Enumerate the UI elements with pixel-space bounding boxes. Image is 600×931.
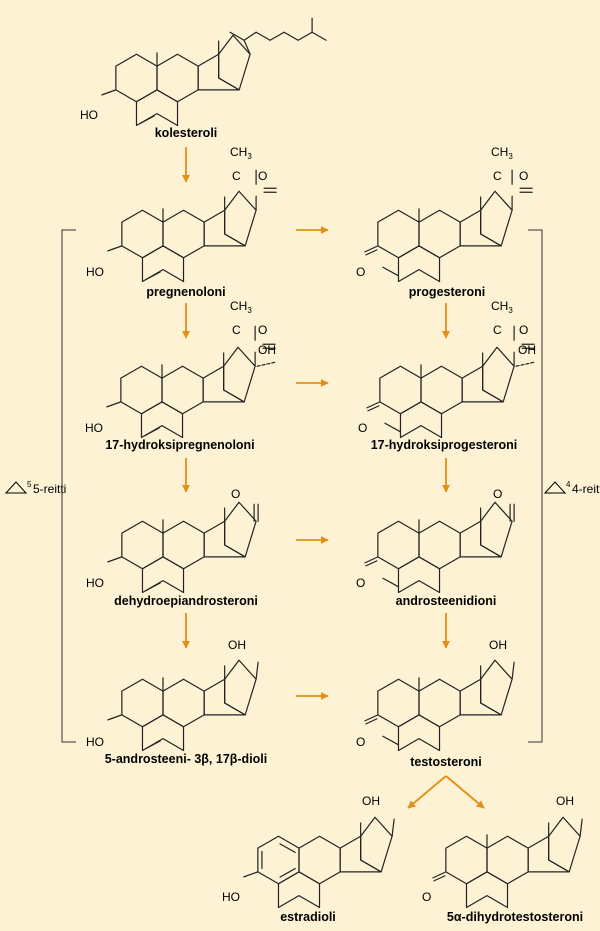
svg-text:4-reitti: 4-reitti [572, 482, 600, 496]
keto-testosteroni: O [356, 735, 365, 749]
carbonyl-o-progesteroni: O [519, 169, 528, 183]
carbonyl-o-17-hydroksiprogesteroni: O [519, 323, 528, 337]
svg-text:4: 4 [566, 480, 571, 489]
hydroxyl-17-hydroksipregnenoloni: HO [85, 421, 103, 435]
molecule-androsteenidioni [364, 501, 515, 594]
hydroxyl-kolesteroli: HO [80, 108, 98, 122]
c17-hydroxyl-testosteroni: OH [489, 638, 507, 652]
hydroxyl-pregnenoloni: HO [86, 265, 104, 279]
delta-triangle-icon [4, 481, 28, 494]
delta-triangle-icon [543, 481, 567, 494]
molecule-dht [432, 816, 583, 909]
molecule-17-hydroksiprogesteroni [366, 325, 535, 439]
molecule-dhea [107, 501, 259, 594]
methyl-17-hydroksiprogesteroni: CH3 [491, 299, 513, 315]
c17-hydroxyl-17-hydroksiprogesteroni: OH [518, 343, 536, 357]
carbonyl-c-progesteroni: C [493, 169, 502, 183]
label-dehydroepiandrosteroni: dehydroepiandrosteroni [114, 594, 258, 608]
molecule-progesteroni [364, 169, 533, 283]
keto-progesteroni: O [356, 265, 365, 279]
carbonyl-o-17-hydroksipregnenoloni: O [258, 323, 267, 337]
molecule-androsteenidioli [107, 659, 259, 752]
carbonyl-c-pregnenoloni: C [232, 169, 241, 183]
delta4-bracket [528, 229, 543, 743]
delta5-bracket [61, 229, 76, 743]
c17-hydroxyl-17-hydroksipregnenoloni: OH [258, 343, 276, 357]
c17-hydroxyl-androsteenidioli: OH [228, 638, 246, 652]
label-androsteenidioni: androsteenidioni [396, 594, 497, 608]
label-pregnenoloni: pregnenoloni [146, 285, 225, 299]
svg-text:5-reitti: 5-reitti [33, 482, 66, 496]
label-testosteroni: testosteroni [410, 755, 482, 769]
label-17-hydroksipregnenoloni: 17-hydroksipregnenoloni [105, 438, 254, 452]
reaction-arrows [182, 147, 485, 809]
label-17-hydroksiprogesteroni: 17-hydroksiprogesteroni [371, 438, 518, 452]
molecule-testosteroni [364, 659, 515, 752]
hydroxyl-dhea: HO [86, 576, 104, 590]
hydroxyl-androsteenidioli: HO [86, 735, 104, 749]
molecule-estradioli [243, 816, 395, 909]
hydroxyl-estradioli: HO [222, 890, 240, 904]
carbonyl-c-17-hydroksiprogesteroni: C [493, 323, 502, 337]
methyl-17-hydroksipregnenoloni: CH3 [230, 299, 252, 315]
arrow-testosteroni-to-estradioli [407, 775, 447, 809]
molecule-17-hydroksipregnenoloni [106, 325, 276, 439]
label-estradioli: estradioli [280, 910, 336, 924]
label-progesteroni: progesteroni [409, 285, 485, 299]
delta5-pathway-label: 5 5-reitti [4, 480, 66, 496]
methyl-pregnenoloni: CH3 [230, 145, 252, 161]
keto-dht: O [422, 890, 431, 904]
label-dihydrotestosteroni: 5α-dihydrotestosteroni [447, 910, 583, 924]
methyl-progesteroni: CH3 [491, 145, 513, 161]
c17-hydroxyl-estradioli: OH [362, 794, 380, 808]
svg-text:5: 5 [27, 480, 32, 489]
c17-oxo-androsteenidioni: O [493, 487, 502, 501]
keto-androsteenidioni: O [356, 576, 365, 590]
molecule-pregnenoloni [107, 169, 277, 283]
c17-hydroxyl-dht: OH [556, 794, 574, 808]
keto-17-hydroksiprogesteroni: O [358, 421, 367, 435]
label-kolesteroli: kolesteroli [155, 126, 218, 140]
carbonyl-o-pregnenoloni: O [258, 169, 267, 183]
atom-labels: HO HO HO HO HO HO O O O O O O O OH OH OH… [80, 108, 574, 904]
c17-oxo-dhea: O [231, 487, 240, 501]
label-5-androsteenidioli: 5-androsteeni- 3β, 17β-dioli [105, 752, 268, 766]
molecule-kolesteroli [101, 17, 327, 127]
delta4-pathway-label: 4 4-reitti [543, 480, 600, 496]
molecule-structures [101, 17, 583, 909]
carbonyl-c-17-hydroksipregnenoloni: C [232, 323, 241, 337]
arrow-testosteroni-to-dht [445, 775, 485, 809]
